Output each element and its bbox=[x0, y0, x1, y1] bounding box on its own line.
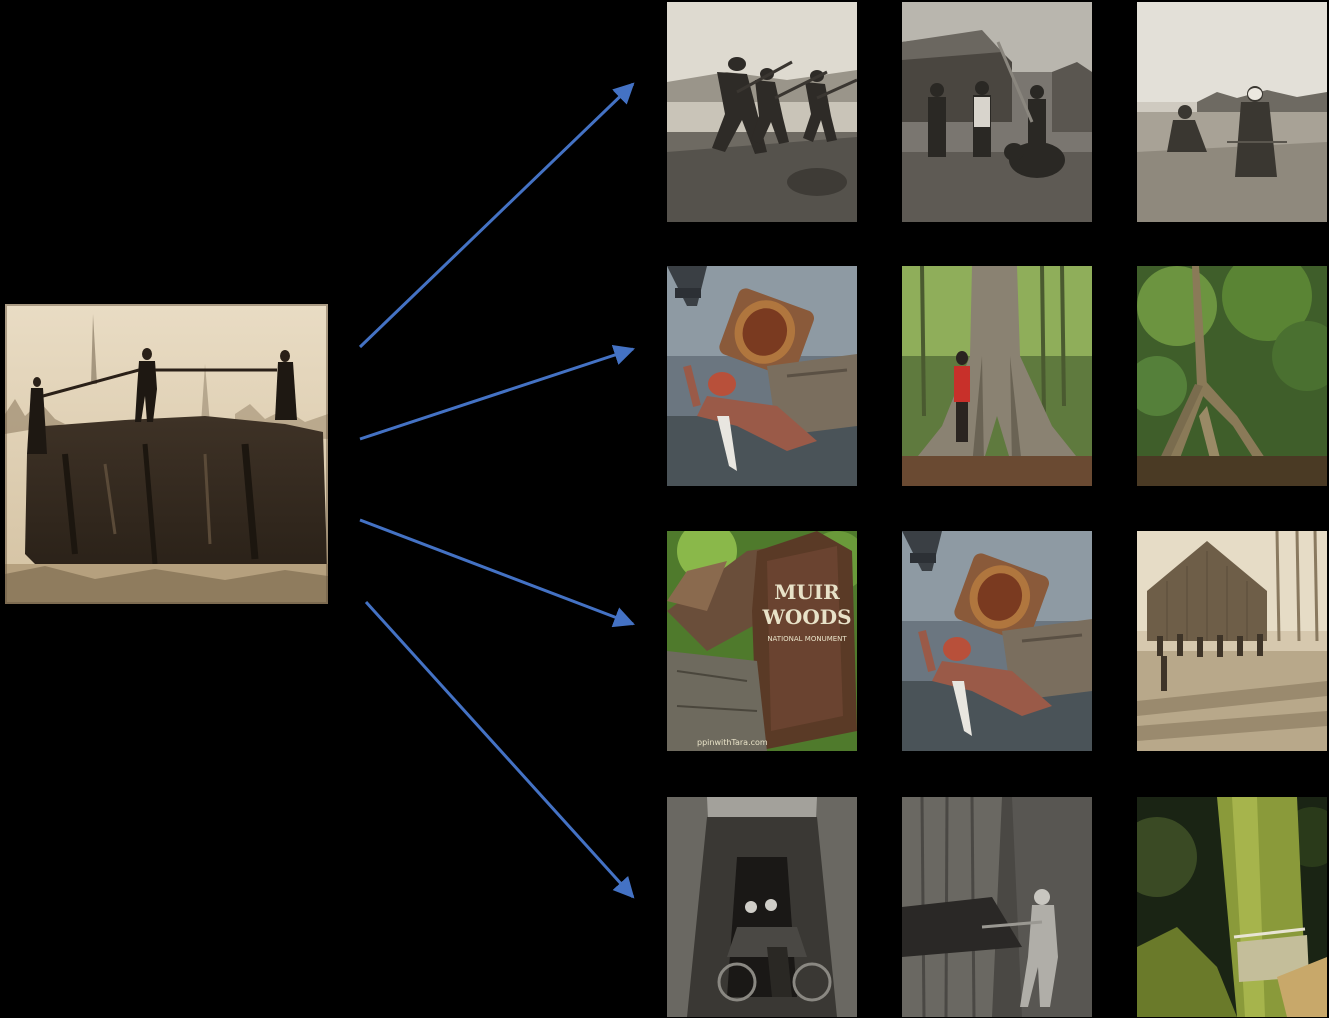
man-cutting-trunk-photo bbox=[902, 797, 1092, 1017]
result-photo-row1-col2 bbox=[902, 2, 1092, 222]
strangler-fig-photo bbox=[1137, 266, 1327, 486]
query-photo bbox=[5, 304, 328, 604]
result-photo-row4-col3 bbox=[1137, 797, 1327, 1017]
sign-subtitle: NATIONAL MONUMENT bbox=[767, 635, 847, 643]
result-photo-row2-col3 bbox=[1137, 266, 1327, 486]
soldiers-charging-photo bbox=[667, 2, 857, 222]
sign-title-line1: MUIR bbox=[774, 580, 840, 604]
sign-title-line2: WOODS bbox=[761, 605, 851, 629]
logger-chainsaw-photo bbox=[667, 266, 857, 486]
bear-cabin-photo bbox=[902, 2, 1092, 222]
arrow-to-row-4 bbox=[364, 600, 635, 899]
wagon-through-redwood-photo bbox=[667, 797, 857, 1017]
result-photo-row1-col1 bbox=[667, 2, 857, 222]
arrow-to-row-1 bbox=[358, 82, 635, 349]
query-photo-graphic bbox=[5, 304, 328, 604]
muir-woods-sign-photo bbox=[667, 531, 857, 751]
result-photo-row1-col3 bbox=[1137, 2, 1327, 222]
result-photo-row2-col1 bbox=[667, 266, 857, 486]
muir-woods-sign-text: MUIR WOODS NATIONAL MONUMENT ppinwithTar… bbox=[697, 580, 852, 747]
mossy-trunk-photo bbox=[1137, 797, 1327, 1017]
women-harvest-photo bbox=[1137, 2, 1327, 222]
photo-watermark: ppinwithTara.com bbox=[697, 738, 768, 747]
result-photo-row4-col1 bbox=[667, 797, 857, 1017]
sawmill-photo bbox=[1137, 531, 1327, 751]
result-photo-row4-col2 bbox=[902, 797, 1092, 1017]
arrow-to-row-2 bbox=[359, 344, 635, 441]
result-photo-row2-col2 bbox=[902, 266, 1092, 486]
result-photo-row3-col2 bbox=[902, 531, 1092, 751]
arrow-to-row-3 bbox=[359, 518, 635, 628]
logger-chainsaw-photo-duplicate bbox=[902, 531, 1092, 751]
buttress-roots-photo bbox=[902, 266, 1092, 486]
result-photo-row3-col1: MUIR WOODS NATIONAL MONUMENT ppinwithTar… bbox=[667, 531, 857, 751]
result-photo-row3-col3 bbox=[1137, 531, 1327, 751]
